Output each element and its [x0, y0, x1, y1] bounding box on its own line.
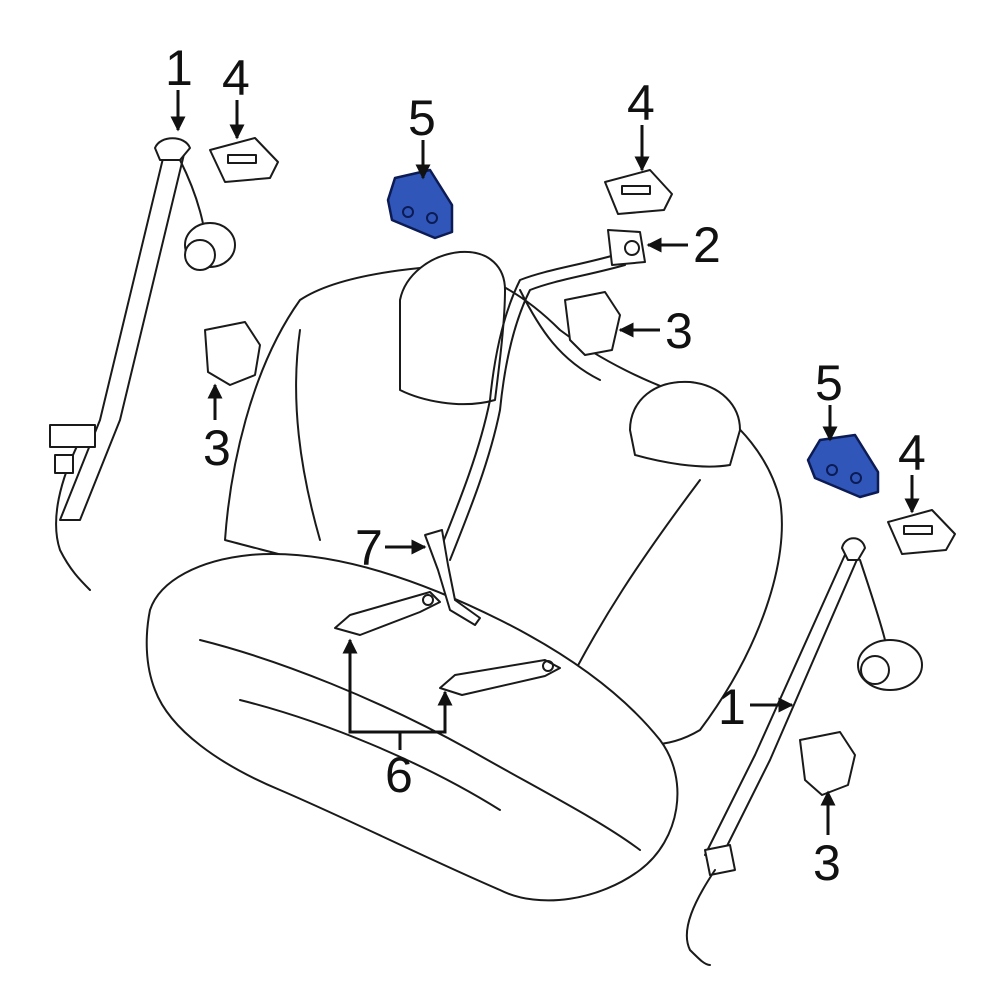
anchor-covers	[204, 291, 856, 796]
callout-4-left: 4	[222, 50, 250, 106]
callout-5-right: 5	[815, 355, 843, 411]
guide-body	[424, 529, 481, 626]
trim-cover-center-slot	[621, 185, 651, 195]
bracket-highlighted-left	[386, 168, 454, 240]
trim-cover-right-slot	[903, 525, 933, 535]
belt-webbing-center-2	[449, 264, 626, 561]
belt-anchor-left	[154, 137, 191, 161]
belt-lower-strap-right	[685, 869, 716, 966]
bracket-hole-2	[426, 212, 438, 224]
buckle-strap-left	[334, 591, 441, 636]
anchor-cover-left	[204, 321, 261, 386]
callout-5-top: 5	[408, 90, 436, 146]
arrow-6-left	[342, 638, 402, 750]
arrow-6-right	[400, 690, 453, 734]
buckle-strap-right-bolt	[542, 660, 554, 672]
belt-guide-7	[424, 529, 481, 626]
trim-cover-right	[887, 509, 956, 555]
leader-arrows	[170, 90, 920, 835]
callout-1-right: 1	[718, 679, 746, 735]
callout-3-left: 3	[203, 420, 231, 476]
callout-2: 2	[693, 217, 721, 273]
callout-6: 6	[385, 747, 413, 803]
trim-cover-left-slot	[227, 154, 257, 164]
belt-tongue-left	[54, 454, 74, 474]
callout-4-right: 4	[898, 425, 926, 481]
belt-webbing-center	[439, 254, 616, 551]
belt-anchor-right	[841, 537, 866, 561]
buckle-straps	[334, 591, 561, 696]
bracket-hole-3	[826, 464, 838, 476]
trim-cover-left	[209, 137, 279, 183]
callout-3-right: 3	[813, 835, 841, 891]
belt-webbing-left	[59, 149, 186, 521]
retractor-drum-left	[184, 239, 216, 271]
trim-covers	[209, 137, 956, 555]
trim-cover-center	[604, 169, 673, 215]
bracket-hole-4	[850, 472, 862, 484]
retractor-drum-right	[860, 655, 890, 685]
cushion-seam	[199, 639, 641, 851]
callout-labels: 1 4 5 4 2 3 3 5 4 7 1 3 6	[165, 40, 926, 891]
seat-belt-center	[439, 229, 646, 561]
belt-tongue-right	[704, 844, 736, 876]
retractor-strap-right	[859, 559, 886, 641]
belt-guide-bolt	[624, 240, 640, 256]
seat-belt-left	[49, 137, 236, 591]
callout-7: 7	[355, 520, 383, 576]
callout-3-center: 3	[665, 303, 693, 359]
callout-1-left: 1	[165, 40, 193, 96]
buckle-strap-left-bolt	[422, 594, 434, 606]
callout-4-center: 4	[627, 75, 655, 131]
bracket-highlighted-right	[806, 433, 880, 499]
headrest-right	[629, 380, 741, 468]
rear-seat	[145, 250, 783, 902]
headrest-left	[399, 250, 506, 406]
buckle-strap-right	[439, 659, 561, 696]
belt-buckle-left	[49, 424, 96, 448]
bracket-hole-1	[402, 206, 414, 218]
seat-cushion	[145, 553, 679, 902]
anchor-cover-right	[799, 731, 856, 796]
highlighted-brackets	[386, 168, 880, 499]
anchor-cover-center	[564, 291, 621, 356]
